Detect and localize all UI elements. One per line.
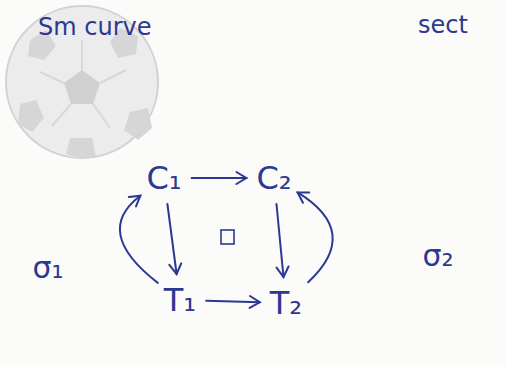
section-arrow: [120, 196, 158, 283]
section-label: σ₂: [422, 241, 453, 271]
arrow-part: [277, 266, 289, 277]
morphism-arrow: [167, 204, 181, 274]
section-label: σ₁: [32, 253, 63, 283]
morphism-arrow: [206, 296, 260, 308]
math-object: C₁: [144, 160, 183, 196]
math-object: C₂: [254, 160, 293, 196]
handwritten-note: sect: [418, 12, 468, 38]
arrow-part: [120, 196, 158, 283]
arrow-part: [250, 296, 260, 308]
handwritten-note: Sm curve: [38, 14, 151, 40]
commutes-mark: □: [220, 226, 237, 246]
morphism-arrow: [276, 204, 288, 277]
arrow-part: [236, 172, 246, 184]
morphism-arrow: [192, 172, 247, 184]
arrow-part: [167, 204, 176, 274]
object-symbol: C₁: [146, 162, 181, 194]
arrow-part: [298, 192, 333, 282]
object-symbol: C₂: [256, 162, 291, 194]
object-symbol: T₂: [270, 287, 302, 319]
math-object: T₂: [268, 285, 304, 321]
object-symbol: T₁: [164, 284, 196, 316]
arrow-part: [276, 204, 283, 277]
arrow-part: [192, 177, 247, 179]
section-arrow: [298, 192, 333, 282]
arrow-part: [298, 192, 310, 202]
arrow-part: [206, 301, 260, 303]
arrow-part: [129, 196, 141, 207]
arrow-part: [169, 263, 181, 274]
math-object: T₁: [162, 282, 198, 318]
